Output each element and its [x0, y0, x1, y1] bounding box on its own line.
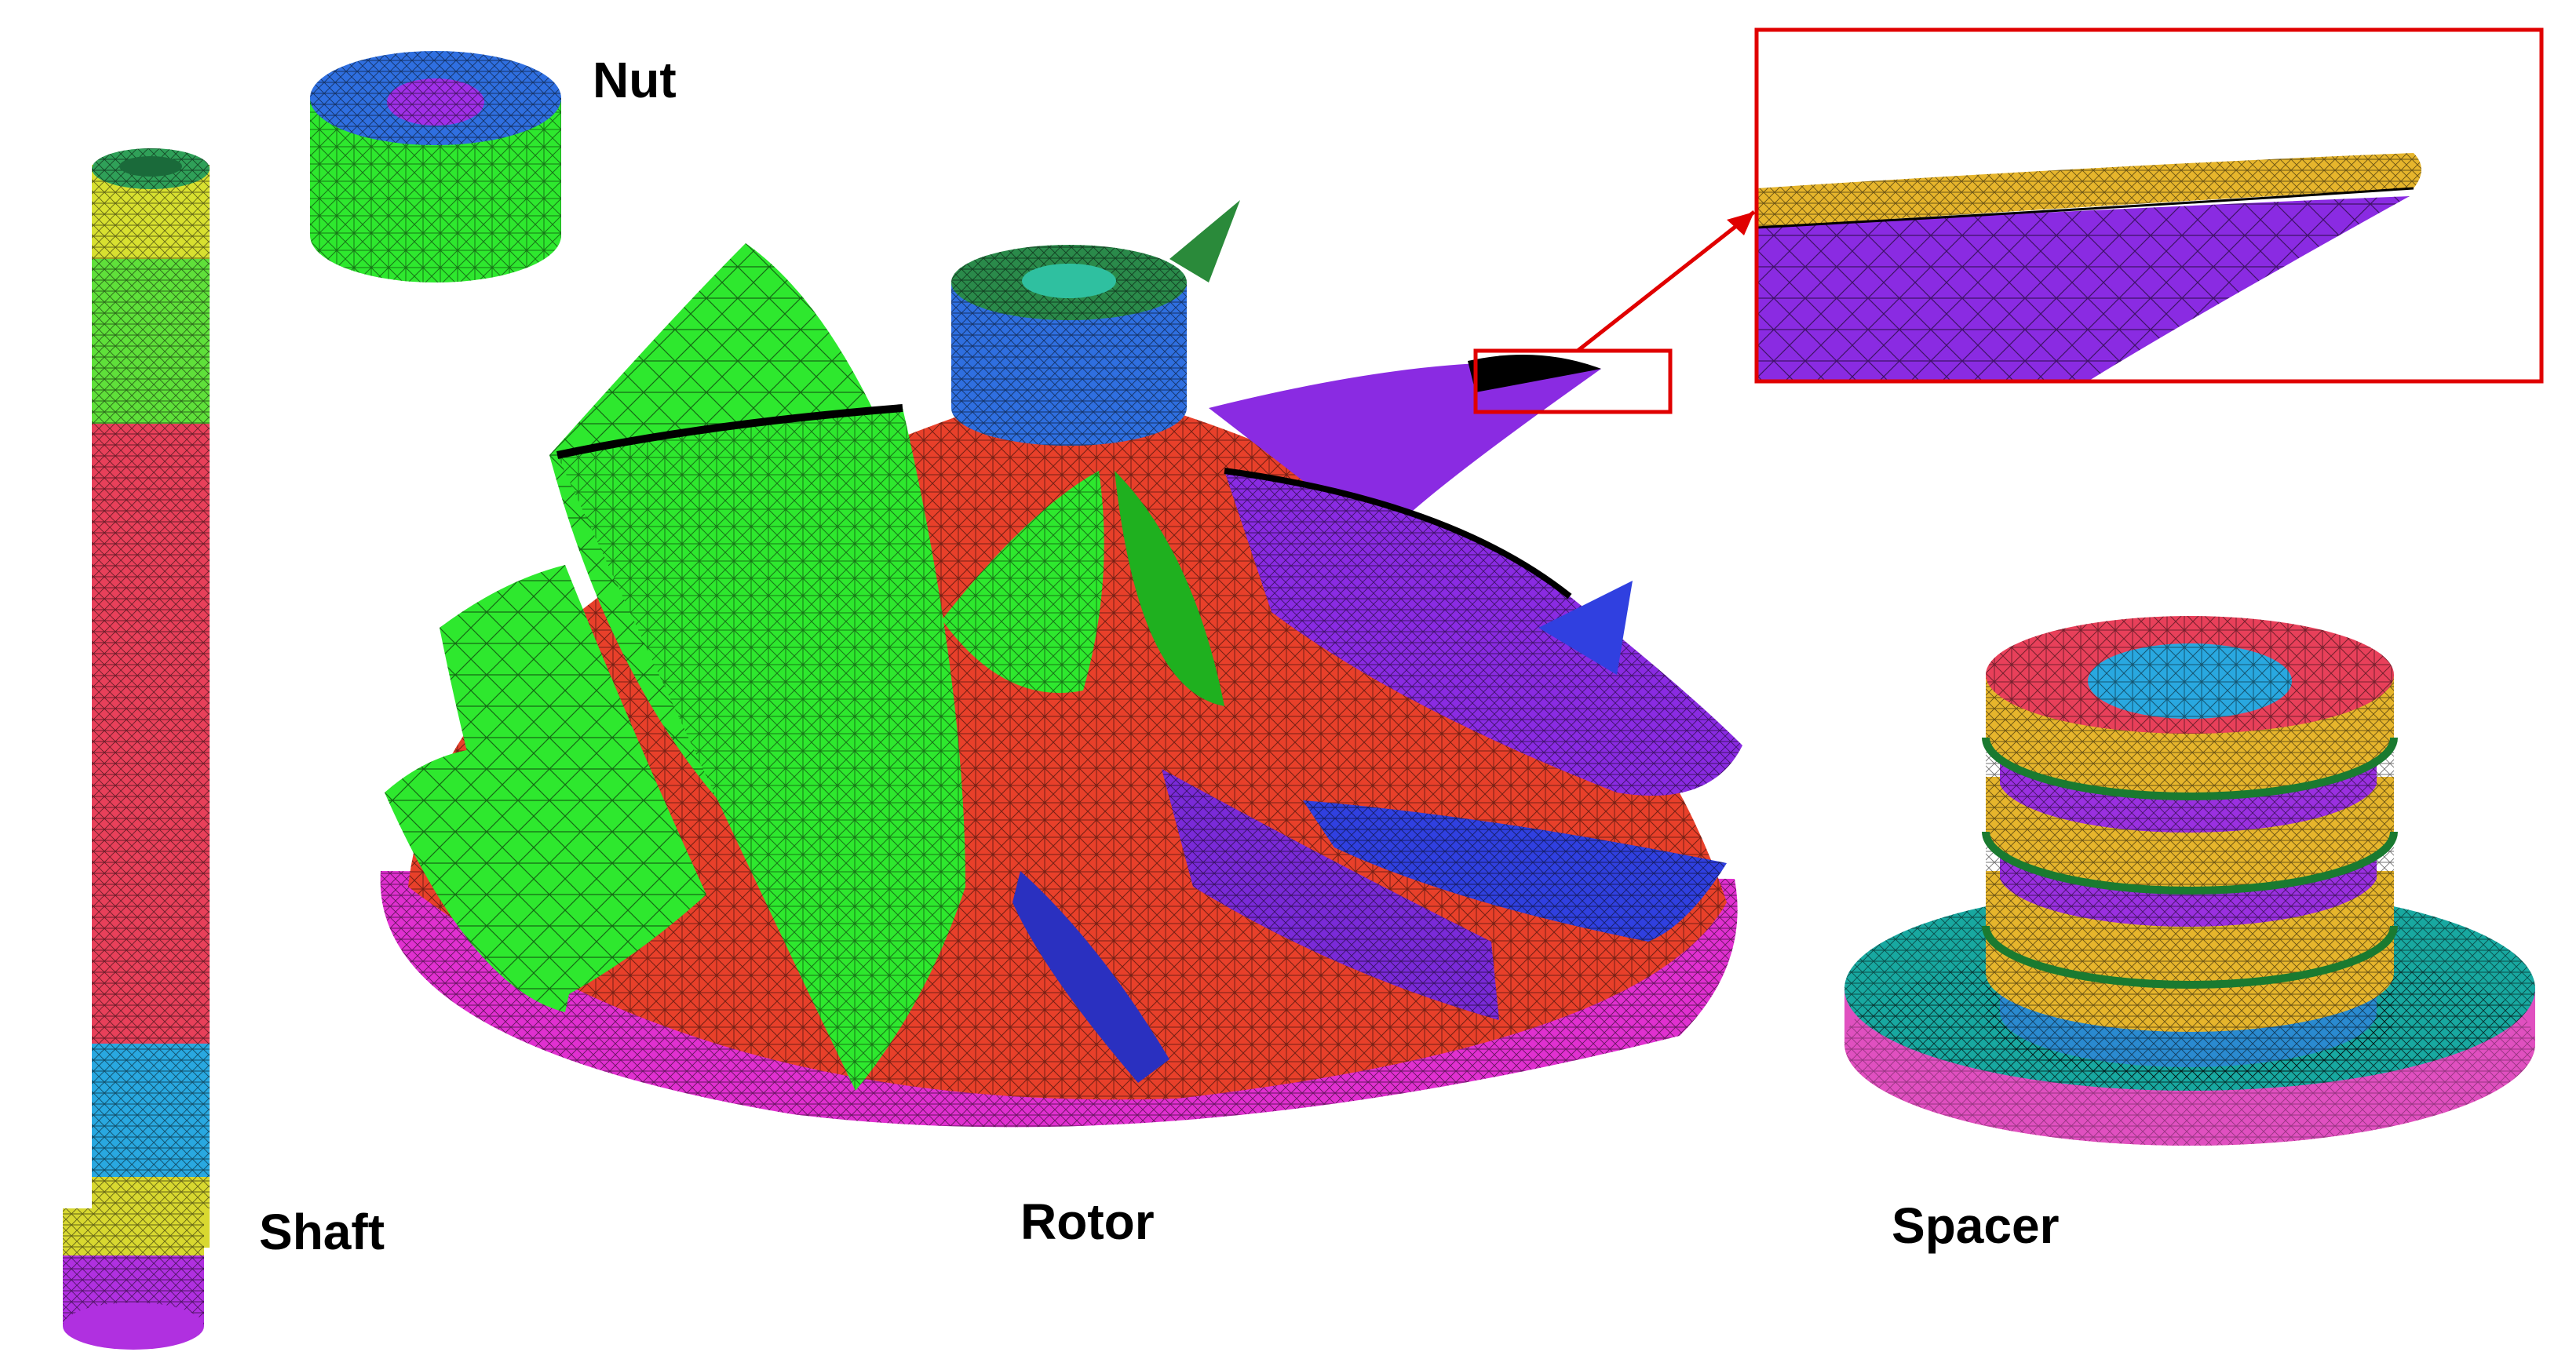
- rotor-part: [380, 200, 1742, 1128]
- zoom-connector-arrowhead: [1727, 212, 1754, 235]
- nut-part: [310, 51, 561, 282]
- zoom-inset: [1754, 27, 2544, 384]
- spacer-label: Spacer: [1892, 1197, 2060, 1254]
- shaft-label: Shaft: [259, 1204, 385, 1260]
- nut-label: Nut: [593, 52, 677, 108]
- spacer-part: [1844, 616, 2535, 1146]
- zoom-source-box: [1473, 348, 1673, 414]
- shaft-part: [63, 148, 210, 1350]
- rotor-label: Rotor: [1020, 1193, 1155, 1250]
- zoom-connector-line: [1576, 210, 1756, 352]
